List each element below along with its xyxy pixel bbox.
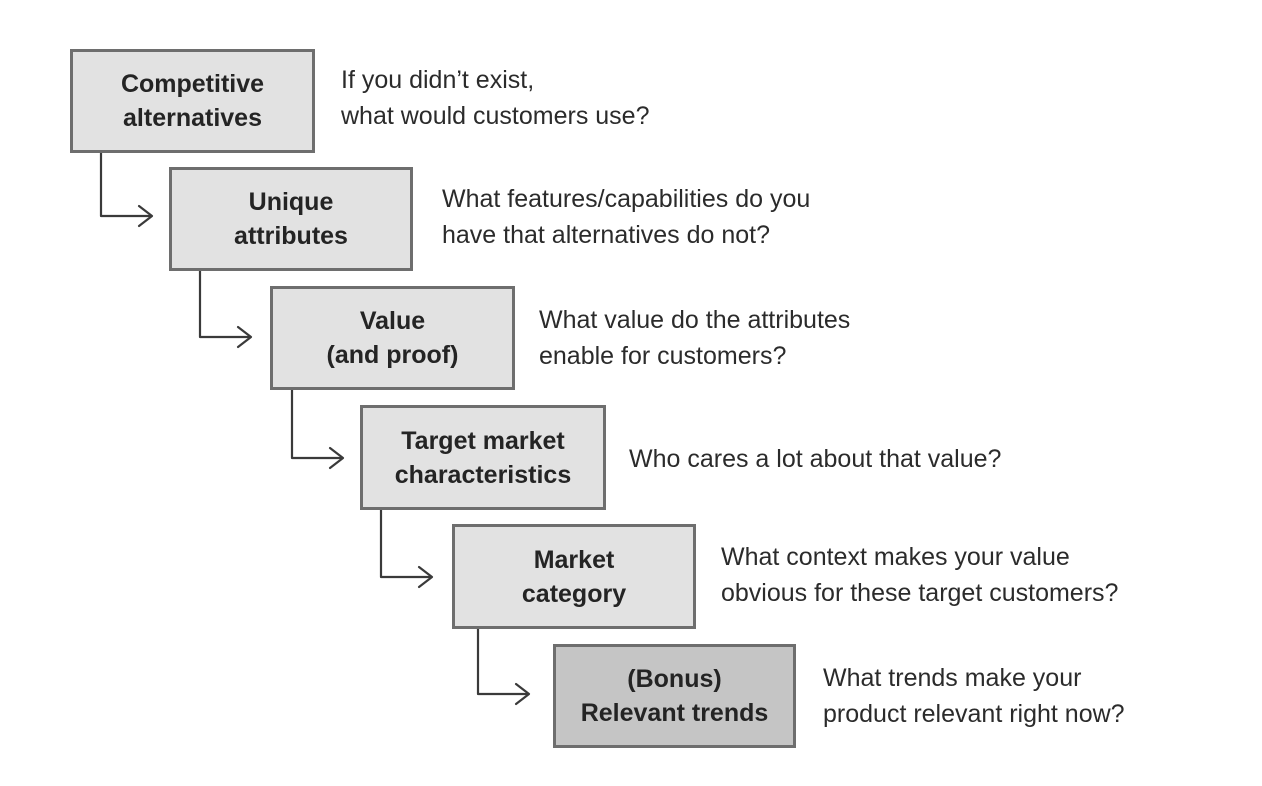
question-line: obvious for these target customers? (721, 579, 1119, 607)
connector-arrow-1 (99, 151, 154, 228)
step-box-label-line: Market (533, 545, 615, 574)
question-line: have that alternatives do not? (442, 221, 771, 249)
question-line: What features/capabilities do you (442, 185, 811, 213)
step-box-label-line: characteristics (394, 460, 572, 489)
step-box-relevant-trends: (Bonus) Relevant trends (553, 644, 796, 748)
step-box-label-line: Relevant trends (580, 699, 769, 727)
step-question-competitive-alternatives: If you didn’t exist, what would customer… (341, 62, 649, 134)
step-question-market-category: What context makes your value obvious fo… (721, 539, 1118, 611)
connector-arrow-2 (198, 268, 253, 349)
step-box-label-line: attributes (234, 222, 348, 250)
step-box-label-line: Competitive (120, 70, 265, 98)
step-box-competitive-alternatives: Competitive alternatives (70, 49, 315, 153)
step-box-unique-attributes: Unique attributes (169, 167, 413, 271)
step-box-value-and-proof: Value (and proof) (270, 286, 515, 390)
step-question-target-market-characteristics: Who cares a lot about that value? (629, 441, 1001, 477)
question-line: Who cares a lot about that value? (629, 445, 1002, 473)
question-line: If you didn’t exist, (341, 66, 535, 94)
step-box-label-line: (Bonus) (627, 665, 722, 693)
question-line: enable for customers? (539, 342, 787, 370)
step-box-label-line: Unique (248, 188, 334, 216)
step-box-label-line: alternatives (123, 104, 262, 132)
step-box-label-line: Value (359, 307, 426, 335)
connector-arrow-4 (379, 508, 434, 589)
connector-arrow-5 (476, 627, 531, 706)
step-question-relevant-trends: What trends make your product relevant r… (823, 660, 1125, 732)
step-box-target-market-characteristics: Target market characteristics (360, 405, 606, 510)
connector-arrow-3 (290, 388, 345, 470)
question-line: What value do the attributes (539, 306, 851, 334)
question-line: product relevant right now? (823, 700, 1125, 728)
step-box-label-line: Target market (401, 426, 565, 455)
step-question-unique-attributes: What features/capabilities do you have t… (442, 181, 810, 253)
step-box-label-line: category (521, 579, 627, 608)
step-box-label-line: (and proof) (326, 341, 459, 369)
step-question-value-and-proof: What value do the attributes enable for … (539, 302, 850, 374)
question-line: What trends make your (823, 664, 1082, 692)
step-box-market-category: Market category (452, 524, 696, 629)
question-line: What context makes your value (721, 543, 1070, 571)
question-line: what would customers use? (341, 102, 650, 130)
